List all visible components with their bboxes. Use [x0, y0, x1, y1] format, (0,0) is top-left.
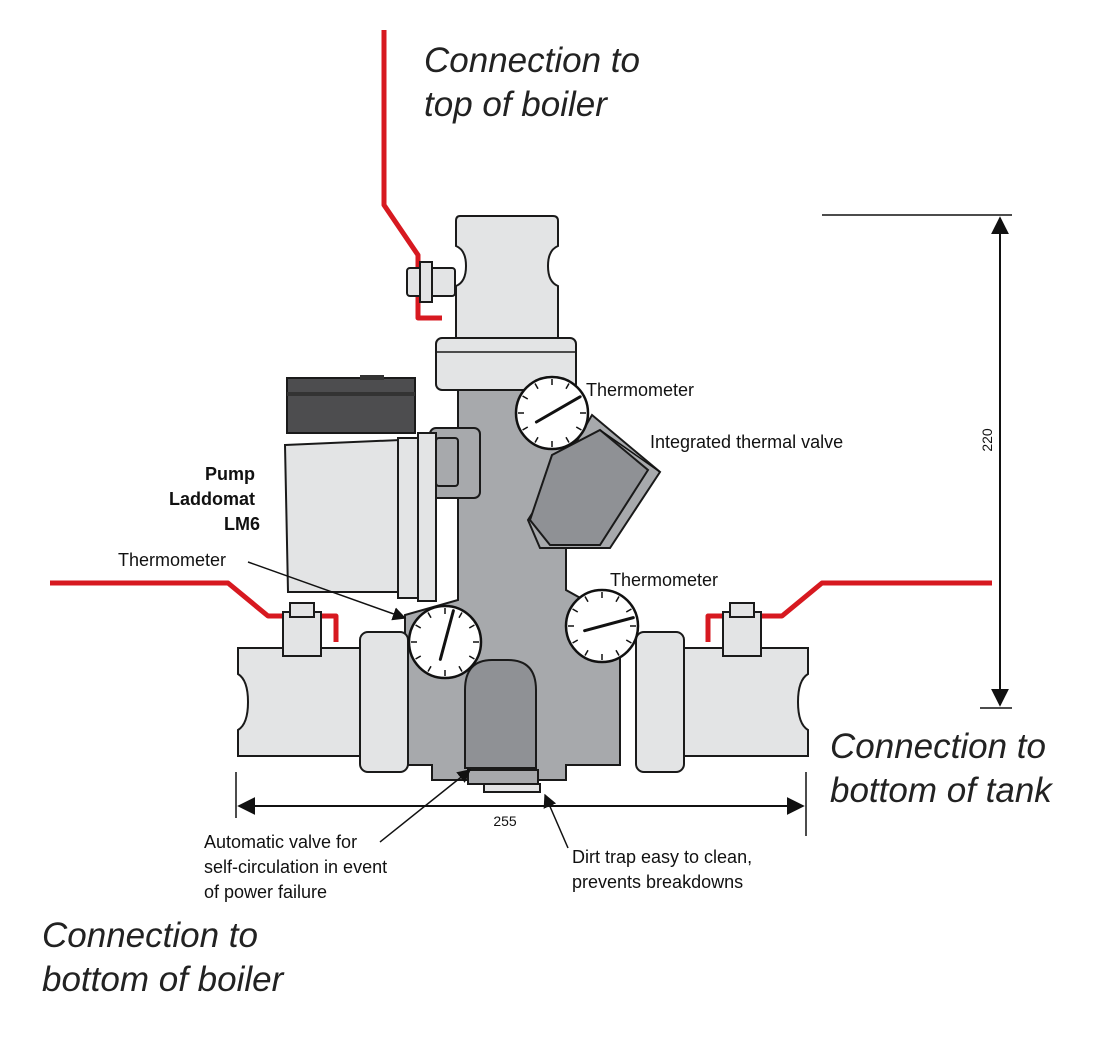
- gauge-tick: [615, 649, 620, 656]
- gauge-tick: [415, 655, 422, 660]
- pipe-top-boiler: [381, 30, 442, 321]
- gauge-tick: [468, 624, 475, 629]
- gauge-tick: [565, 383, 570, 390]
- label-auto-valve: Automatic valve for self-circulation in …: [204, 832, 392, 902]
- label-thermal-valve: Integrated thermal valve: [650, 432, 843, 452]
- thermometer-left-gauge: [407, 604, 483, 680]
- label-thermometer-top: Thermometer: [586, 380, 694, 400]
- gauge-needle: [438, 609, 455, 661]
- label-thermometer-left: Thermometer: [118, 550, 226, 570]
- pump: [283, 375, 459, 602]
- gauge-tick: [575, 426, 582, 431]
- gauge-tick: [534, 383, 539, 390]
- gauge-tick: [584, 649, 589, 656]
- gauge-tick: [625, 639, 632, 644]
- leader-dirt-trap: [543, 793, 569, 849]
- pump-motor-head: [286, 377, 416, 434]
- gauge-tick: [572, 608, 579, 613]
- gauge-tick: [458, 665, 463, 672]
- label-bottom-boiler: Connection to bottom of boiler: [42, 916, 285, 999]
- right-fitting: [635, 602, 809, 773]
- gauge-tick: [572, 639, 579, 644]
- left-fitting: [237, 602, 409, 773]
- thermometer-right-gauge: [564, 588, 640, 664]
- width-dimension: 255: [235, 772, 807, 836]
- label-pump: Pump Laddomat LM6: [169, 464, 260, 534]
- gauge-tick: [427, 612, 432, 619]
- leader-thermometer-left: [247, 561, 407, 621]
- gauge-tick: [468, 655, 475, 660]
- label-thermometer-right: Thermometer: [610, 570, 718, 590]
- gauge-tick: [625, 608, 632, 613]
- gauge-tick: [522, 426, 529, 431]
- gauge-tick: [615, 596, 620, 603]
- height-dimension: 220: [822, 214, 1012, 709]
- width-dimension-value: 255: [493, 813, 517, 829]
- pipe-bottom-boiler: [50, 580, 339, 642]
- gauge-tick: [534, 436, 539, 443]
- gauge-tick: [565, 436, 570, 443]
- gauge-needle: [534, 395, 582, 424]
- gauge-tick: [458, 612, 463, 619]
- gauge-tick: [415, 624, 422, 629]
- label-dirt-trap: Dirt trap easy to clean, prevents breakd…: [572, 847, 757, 892]
- gauge-tick: [522, 395, 529, 400]
- label-bottom-tank: Connection to bottom of tank: [830, 727, 1056, 810]
- top-fitting: [406, 215, 577, 391]
- height-dimension-value: 220: [979, 428, 995, 452]
- thermometer-top-gauge: [514, 375, 590, 451]
- label-top-boiler: Connection to top of boiler: [424, 41, 650, 124]
- gauge-tick: [584, 596, 589, 603]
- pipe-bottom-tank: [705, 580, 992, 642]
- gauge-needle: [583, 616, 635, 633]
- leader-auto-valve: [379, 769, 472, 843]
- gauge-tick: [427, 665, 432, 672]
